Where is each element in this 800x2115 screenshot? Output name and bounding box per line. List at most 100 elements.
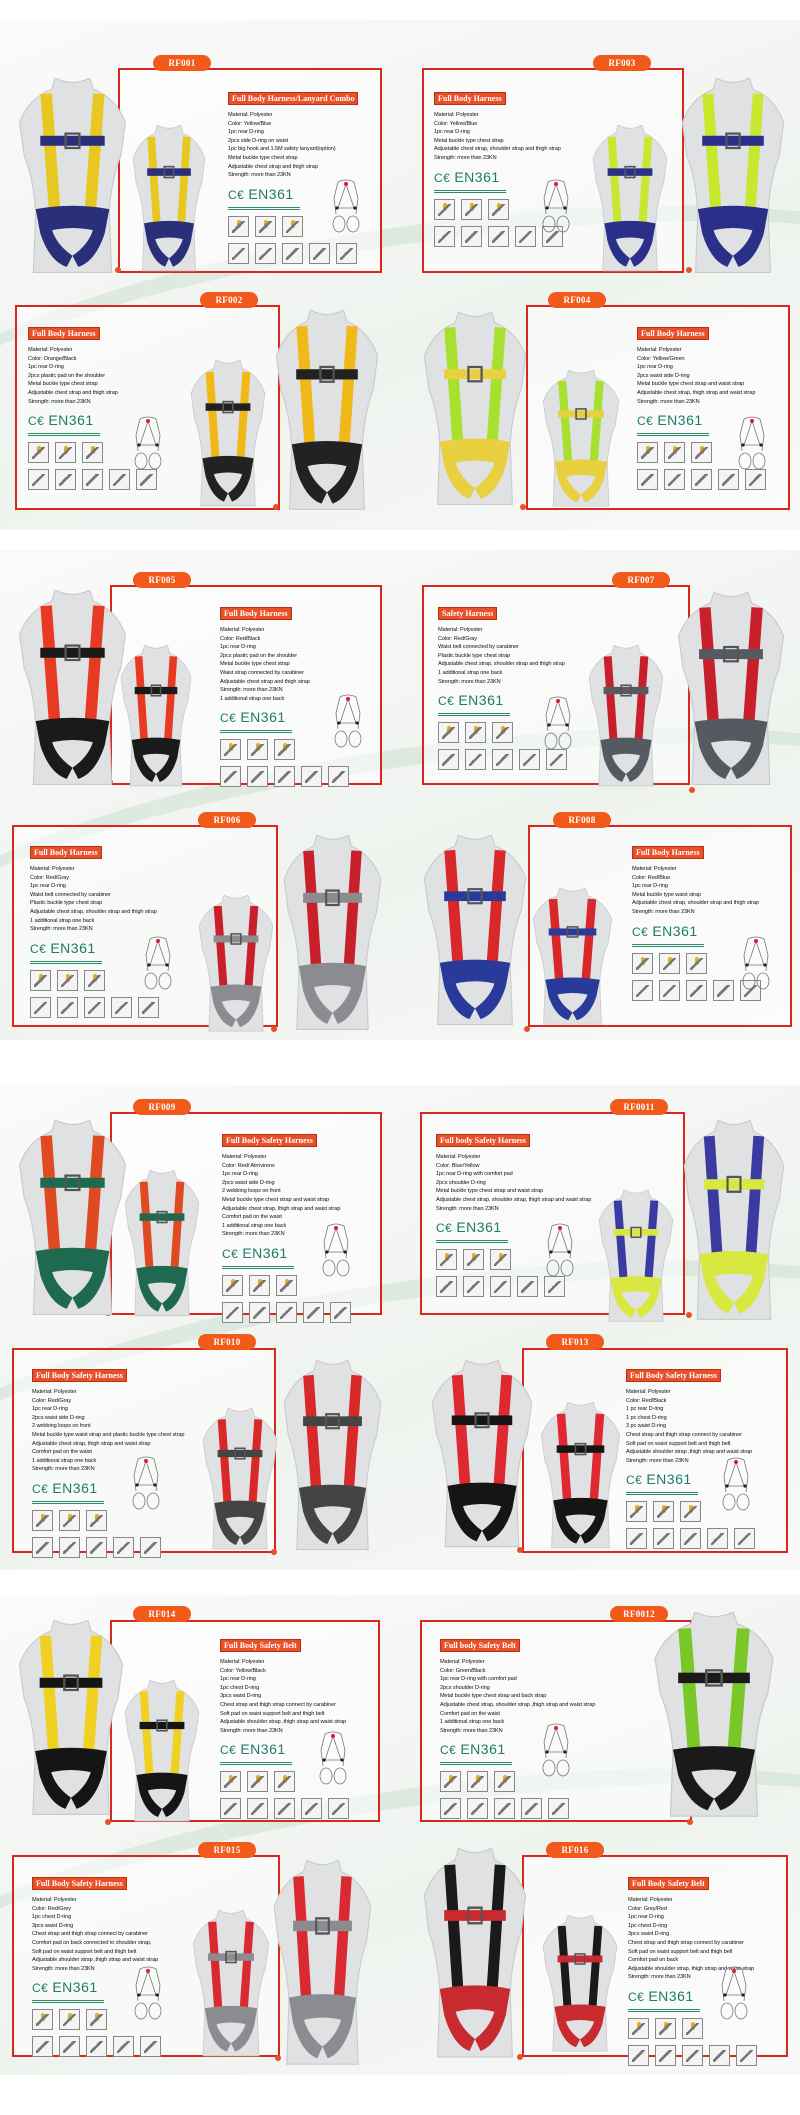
telecom-tower-icon bbox=[111, 996, 132, 1018]
harness-diagram-icon bbox=[130, 415, 166, 473]
spec-item: 1pc rear D-ring bbox=[28, 364, 64, 371]
ce-mark-icon: C€ bbox=[438, 694, 455, 709]
tower-climbing-icon bbox=[626, 1501, 647, 1523]
spec-item: Metal buckle type chest strap bbox=[434, 137, 504, 144]
application-icons-row-2 bbox=[632, 979, 800, 1001]
wind-turbine-icon bbox=[274, 766, 295, 788]
spec-item: Strength: more than 23KN bbox=[626, 1457, 689, 1464]
construction-icon bbox=[57, 996, 78, 1018]
harness-diagram-icon bbox=[716, 1965, 752, 2023]
fall-arrest-icon bbox=[488, 198, 509, 220]
spec-item: Chest strap and thigh strap connect by c… bbox=[220, 1701, 336, 1708]
frame-corner-dot bbox=[517, 2054, 523, 2060]
fall-arrest-icon bbox=[86, 1509, 107, 1531]
divider bbox=[220, 730, 292, 734]
application-icons-row-1 bbox=[222, 1274, 427, 1296]
application-icons-row-1 bbox=[32, 1509, 237, 1531]
product-title: Full Body Harness bbox=[632, 846, 704, 859]
spec-item: Strength: more than 23KN bbox=[228, 172, 291, 179]
spec-item: 2pcs waist side D-ring bbox=[637, 372, 690, 379]
fall-arrest-icon bbox=[494, 1771, 515, 1793]
tower-climbing-icon bbox=[222, 1274, 243, 1296]
harness-photo-front bbox=[15, 1619, 127, 1820]
spec-item: Material: Polyester bbox=[32, 1389, 77, 1395]
spec-item: Metal buckle type chest strap bbox=[220, 661, 290, 668]
factory-icon bbox=[632, 979, 653, 1001]
product-code-tag: RF014 bbox=[133, 1606, 191, 1622]
application-icons-row-2 bbox=[220, 766, 425, 788]
harness-photo-front bbox=[15, 589, 130, 790]
harness-diagram-icon bbox=[718, 1456, 754, 1514]
ce-mark-icon: C€ bbox=[222, 1246, 239, 1261]
spec-item: Material: Polyester bbox=[637, 347, 682, 353]
spec-item: 1pc rear D-ring with comfort pad bbox=[436, 1171, 513, 1178]
factory-icon bbox=[220, 1798, 241, 1820]
spec-item: Color: Grey/Red bbox=[628, 1905, 667, 1912]
frame-corner-dot bbox=[686, 267, 692, 273]
roofing-icon bbox=[736, 2044, 757, 2066]
divider bbox=[28, 433, 100, 437]
spec-item: Color: Red/Black bbox=[626, 1397, 667, 1404]
application-icons-row-1 bbox=[637, 442, 800, 464]
harness-diagram-icon bbox=[330, 693, 366, 751]
construction-icon bbox=[664, 469, 685, 491]
harness-photo bbox=[530, 887, 615, 1028]
harness-photo-front bbox=[428, 1359, 536, 1552]
en361-certification: C€EN361 bbox=[220, 709, 425, 725]
product-title: Safety Harness bbox=[438, 607, 498, 620]
spec-item: Soft pad on waist support belt and thigh… bbox=[628, 1948, 733, 1955]
spec-item: Color: Yellow/Green bbox=[637, 355, 685, 362]
factory-icon bbox=[628, 2044, 649, 2066]
tower-climbing-icon bbox=[30, 969, 51, 991]
product-code-tag: RF003 bbox=[593, 55, 651, 71]
application-icons-row-2 bbox=[32, 2036, 237, 2058]
frame-corner-dot bbox=[687, 1819, 693, 1825]
roofing-icon bbox=[136, 469, 157, 491]
divider bbox=[30, 960, 102, 964]
roofing-icon bbox=[740, 979, 761, 1001]
factory-icon bbox=[438, 749, 459, 771]
spec-item: Metal buckle type chest strap and waist … bbox=[637, 381, 745, 388]
harness-photo bbox=[540, 1914, 620, 2055]
pole-climbing-icon bbox=[653, 1501, 674, 1523]
product-title: Full Body Harness bbox=[434, 92, 506, 105]
spec-item: 1 pc chest D-ring bbox=[626, 1414, 667, 1421]
spec-item: 3pcs waist D-ring bbox=[628, 1931, 670, 1938]
spec-item: Adjustable chest strap, thigh strap and … bbox=[637, 389, 756, 396]
spec-item: 2pcs plastic pad on the shoulder bbox=[220, 652, 298, 659]
spec-item: Metal buckle type chest strap bbox=[228, 154, 298, 161]
fall-arrest-icon bbox=[691, 442, 712, 464]
product-title: Full Body Safety Harness bbox=[222, 1134, 317, 1147]
telecom-tower-icon bbox=[309, 242, 330, 264]
frame-corner-dot bbox=[105, 1819, 111, 1825]
spec-item: Metal buckle type waist strap and plasti… bbox=[32, 1431, 185, 1438]
construction-icon bbox=[659, 979, 680, 1001]
divider bbox=[637, 433, 709, 437]
wind-turbine-icon bbox=[84, 996, 105, 1018]
construction-icon bbox=[255, 242, 276, 264]
telecom-tower-icon bbox=[303, 1301, 324, 1323]
application-icons-row-1 bbox=[436, 1249, 641, 1271]
roofing-icon bbox=[544, 1276, 565, 1298]
application-icons-row-1 bbox=[228, 215, 433, 237]
en361-certification: C€EN361 bbox=[438, 692, 643, 708]
spec-item: 1 additional strap one back bbox=[440, 1719, 505, 1726]
en361-certification: C€EN361 bbox=[632, 923, 800, 939]
spec-item: Plastic buckle type chest strap bbox=[30, 900, 103, 907]
fall-arrest-icon bbox=[82, 442, 103, 464]
standard-label: EN361 bbox=[50, 939, 96, 956]
tower-climbing-icon bbox=[440, 1771, 461, 1793]
factory-icon bbox=[434, 225, 455, 247]
application-icons-row-1 bbox=[28, 442, 233, 464]
spec-item: Adjustable shoulder strap ,thigh strap a… bbox=[220, 1719, 347, 1726]
spec-item: Strength: more than 23KN bbox=[434, 154, 497, 161]
spec-item: Comfort pad on back connected to shoulde… bbox=[32, 1939, 152, 1946]
wind-turbine-icon bbox=[82, 469, 103, 491]
